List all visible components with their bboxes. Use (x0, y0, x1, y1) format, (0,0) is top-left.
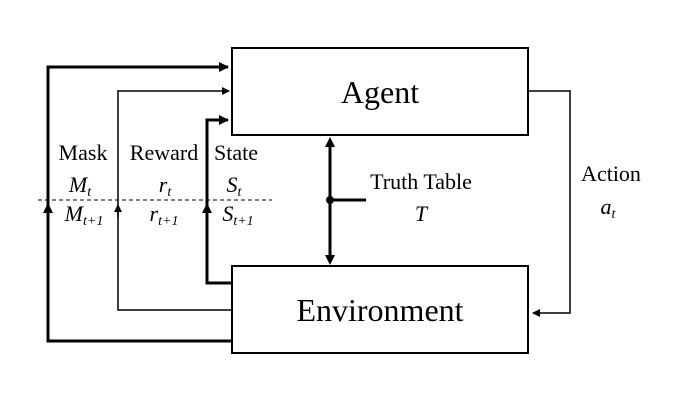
mask-symbol-t: Mt (68, 172, 92, 200)
mask-label: Mask (58, 140, 108, 165)
mask-symbol-t1: Mt+1 (64, 201, 104, 229)
action-symbol: at (600, 194, 616, 222)
truth-table-symbol: T (414, 201, 428, 226)
truth-table-junction (326, 196, 334, 204)
reward-label: Reward (129, 140, 199, 165)
state-symbol-t: St (226, 172, 242, 200)
environment-box (231, 265, 529, 354)
reward-symbol-t1: rt+1 (149, 201, 179, 229)
agent-label: Agent (340, 74, 420, 110)
truth-table-label: Truth Table (370, 169, 472, 194)
state-label: State (214, 140, 258, 165)
environment-label: Environment (296, 292, 464, 328)
action-label: Action (581, 161, 641, 186)
truth-table-arrow-up (325, 137, 335, 147)
reward-symbol-t: rt (158, 172, 172, 200)
state-loop-arrow (205, 115, 232, 285)
agent-box (231, 47, 529, 136)
action-arrow (528, 90, 571, 317)
state-symbol-t1: St+1 (222, 201, 254, 229)
truth-table-arrow-down (325, 255, 335, 265)
